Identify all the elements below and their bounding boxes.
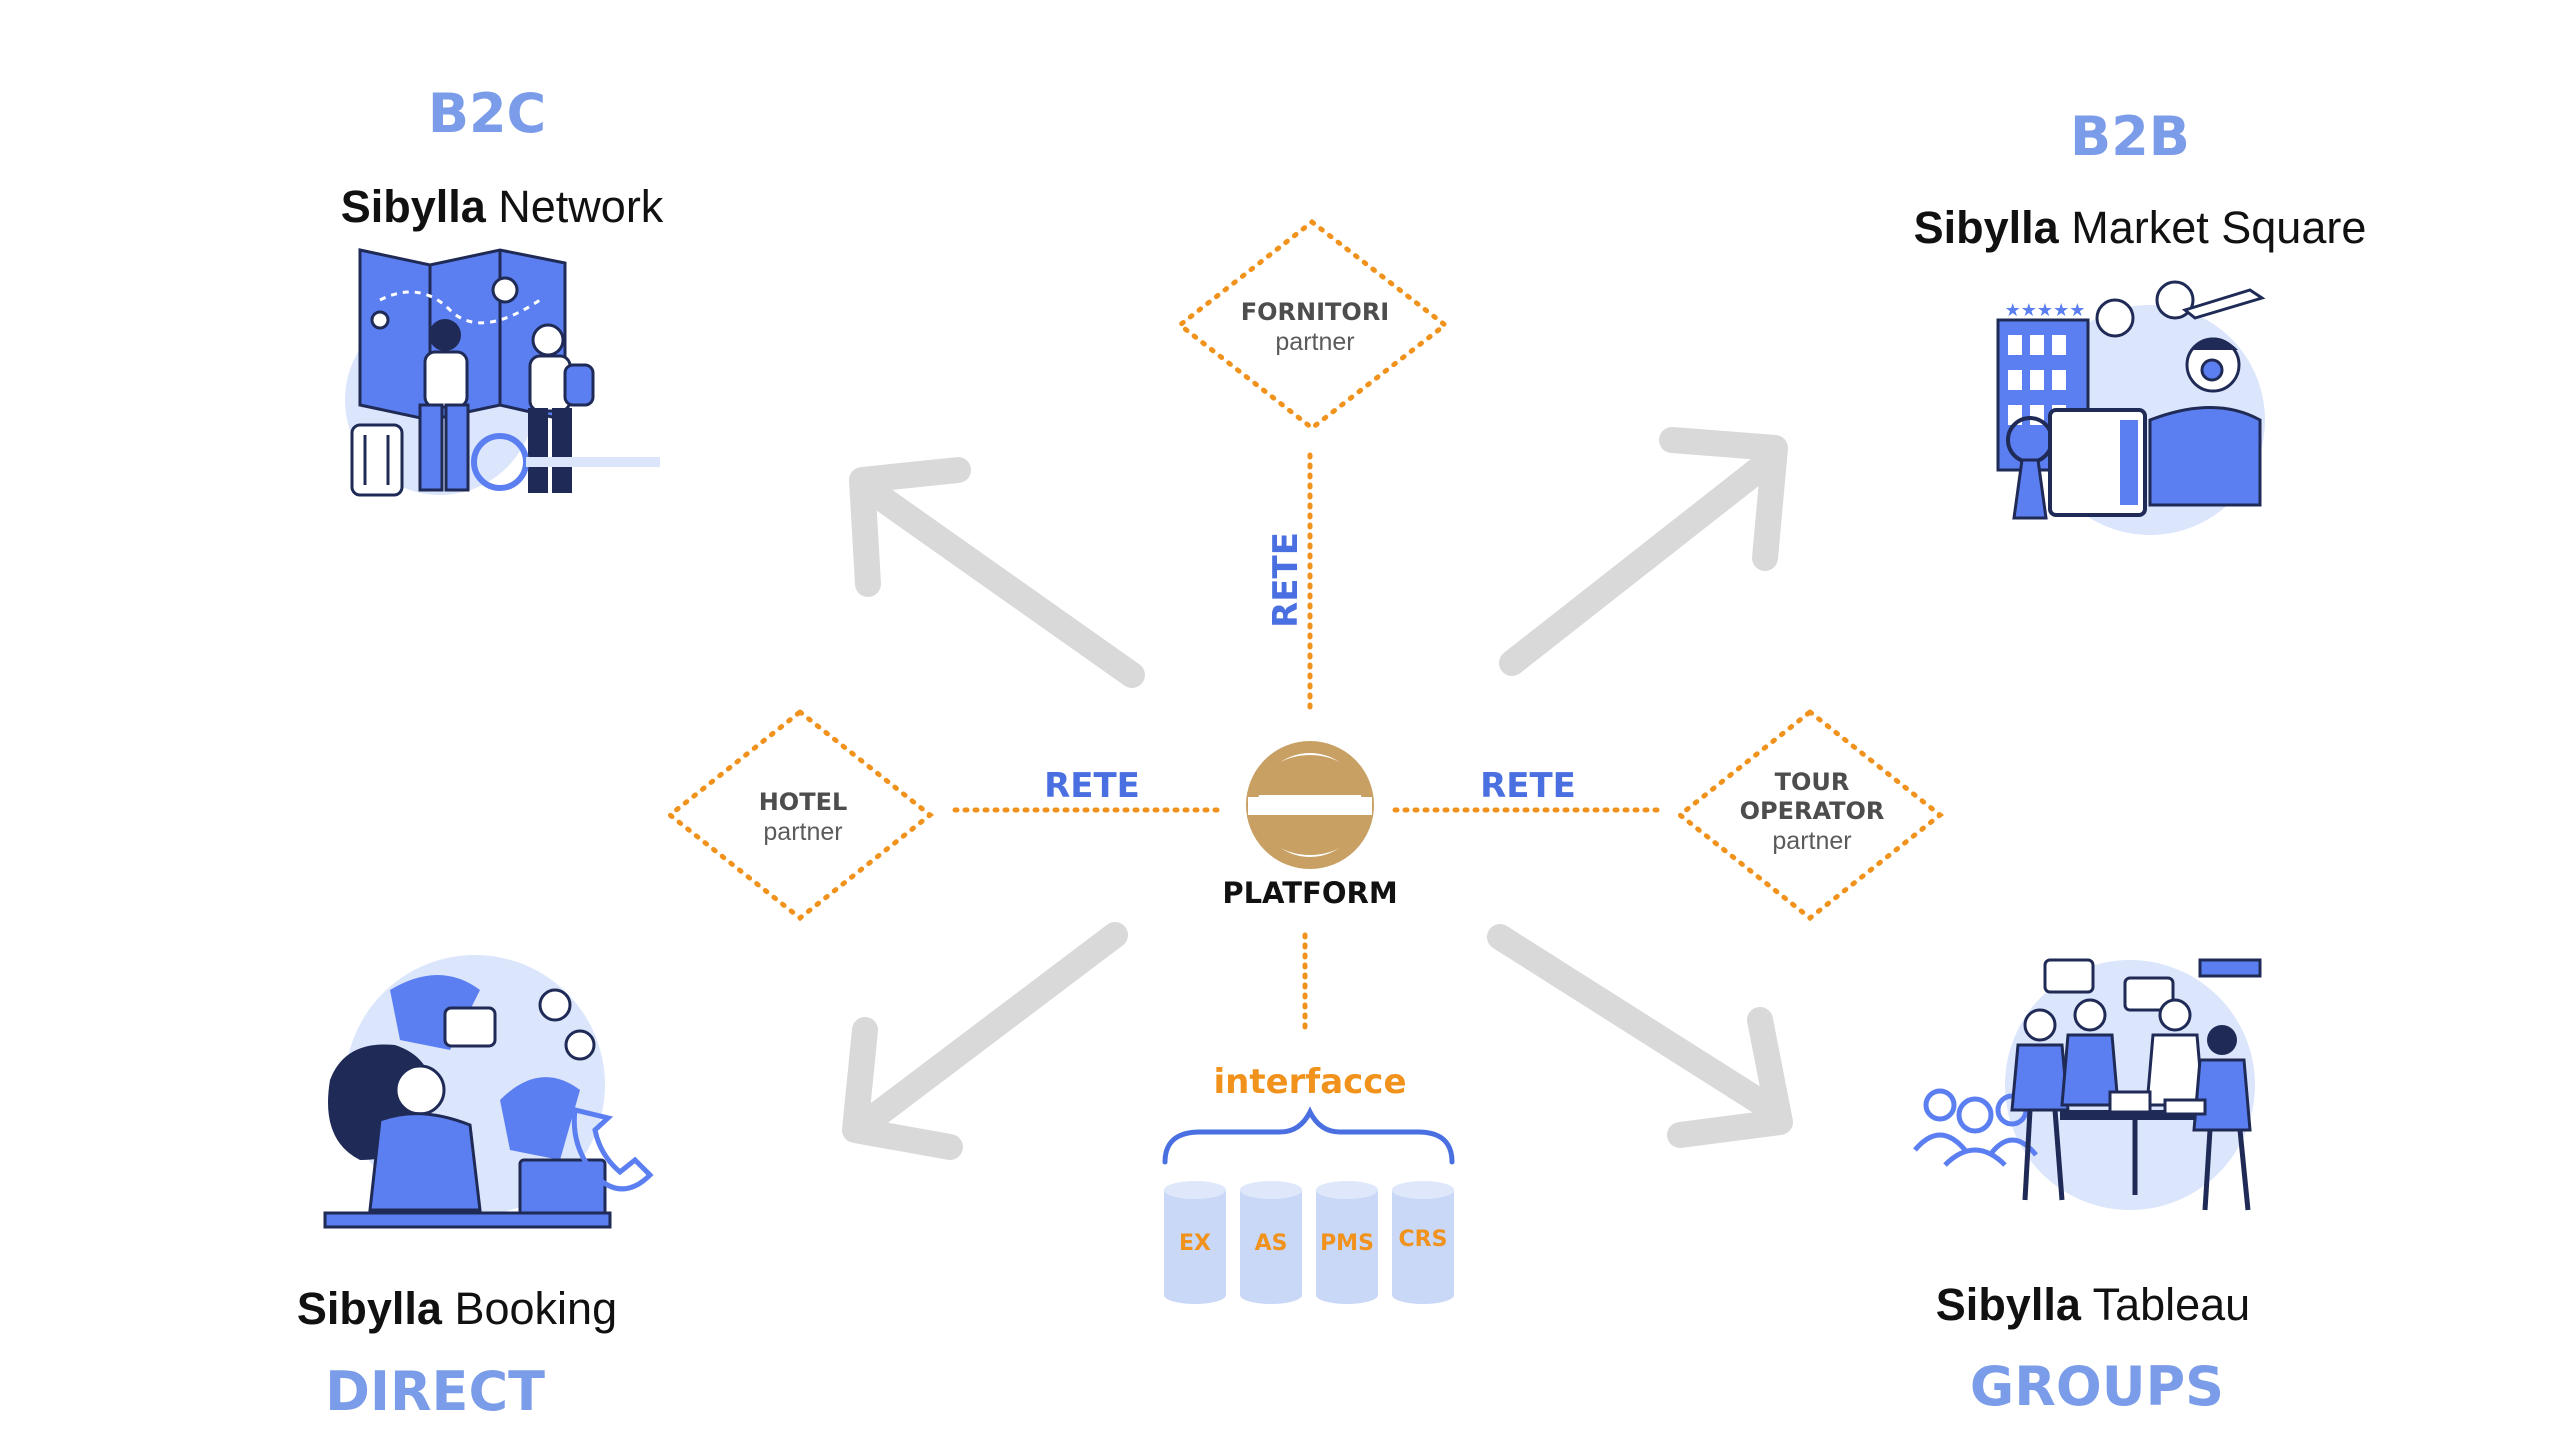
dotted-connectors	[952, 452, 1663, 1033]
hotel-desk-illustration: ★★★★★	[1996, 280, 2266, 535]
product-title-booking: Sibylla Booking	[297, 1283, 617, 1334]
arrow-up-right	[1499, 427, 1788, 676]
star-rating-icon: ★★★★★	[2005, 300, 2086, 320]
category-direct: DIRECT	[325, 1360, 545, 1423]
travel-map-illustration	[345, 248, 660, 497]
partner-tour-operator-title-1: TOUR	[1775, 768, 1850, 796]
rete-label-top: RETE	[1266, 532, 1306, 628]
cylinder-pms-label: PMS	[1320, 1231, 1374, 1256]
interfaces-label: interfacce	[1213, 1062, 1406, 1102]
partner-tour-operator-subtitle: partner	[1772, 827, 1851, 855]
partner-hotel-title: HOTEL	[759, 788, 848, 816]
call-center-illustration	[323, 955, 654, 1229]
partner-fornitori-title: FORNITORI	[1241, 298, 1389, 326]
product-title-market-square: Sibylla Market Square	[1914, 202, 2367, 253]
brand-name: Sibylla	[1914, 202, 2060, 253]
platform-label: PLATFORM	[1222, 876, 1397, 910]
interfaces-cylinders: EX AS PMS CRS	[1164, 1181, 1454, 1304]
rete-label-left: RETE	[1044, 766, 1140, 806]
cylinder-as: AS	[1240, 1181, 1302, 1304]
cylinder-crs: CRS	[1392, 1181, 1454, 1304]
partner-fornitori: FORNITORI partner	[1175, 218, 1450, 432]
arrows	[842, 427, 1793, 1160]
partner-fornitori-subtitle: partner	[1275, 328, 1354, 356]
product-name: Booking	[442, 1283, 617, 1334]
product-title-network: Sibylla Network	[341, 181, 664, 232]
brand-name: Sibylla	[297, 1283, 443, 1334]
product-name: Market Square	[2059, 202, 2367, 253]
partner-tour-operator: TOUR OPERATOR partner	[1675, 708, 1945, 922]
arrow-down-left	[842, 922, 1128, 1160]
partner-hotel-subtitle: partner	[763, 818, 842, 846]
brand-name: Sibylla	[341, 181, 487, 232]
product-title-tableau: Sibylla Tableau	[1936, 1279, 2250, 1330]
partner-hotel: HOTEL partner	[665, 708, 935, 922]
category-groups: GROUPS	[1970, 1355, 2224, 1418]
category-b2c: B2C	[428, 82, 546, 145]
platform-logo	[1246, 741, 1374, 869]
product-name: Network	[486, 181, 664, 232]
product-name: Tableau	[2081, 1279, 2250, 1330]
group-meeting-illustration	[1913, 958, 2262, 1211]
category-b2b: B2B	[2070, 105, 2190, 168]
arrow-up-left	[849, 457, 1145, 688]
cylinder-as-label: AS	[1255, 1231, 1288, 1256]
interfaces-brace	[1162, 1106, 1455, 1165]
brand-name: Sibylla	[1936, 1279, 2082, 1330]
cylinder-ex: EX	[1164, 1181, 1226, 1304]
arrow-down-right	[1487, 924, 1793, 1148]
cylinder-pms: PMS	[1316, 1181, 1378, 1304]
rete-label-right: RETE	[1480, 766, 1576, 806]
partner-tour-operator-title-2: OPERATOR	[1740, 797, 1885, 825]
cylinder-ex-label: EX	[1179, 1231, 1211, 1256]
cylinder-crs-label: CRS	[1399, 1227, 1448, 1252]
